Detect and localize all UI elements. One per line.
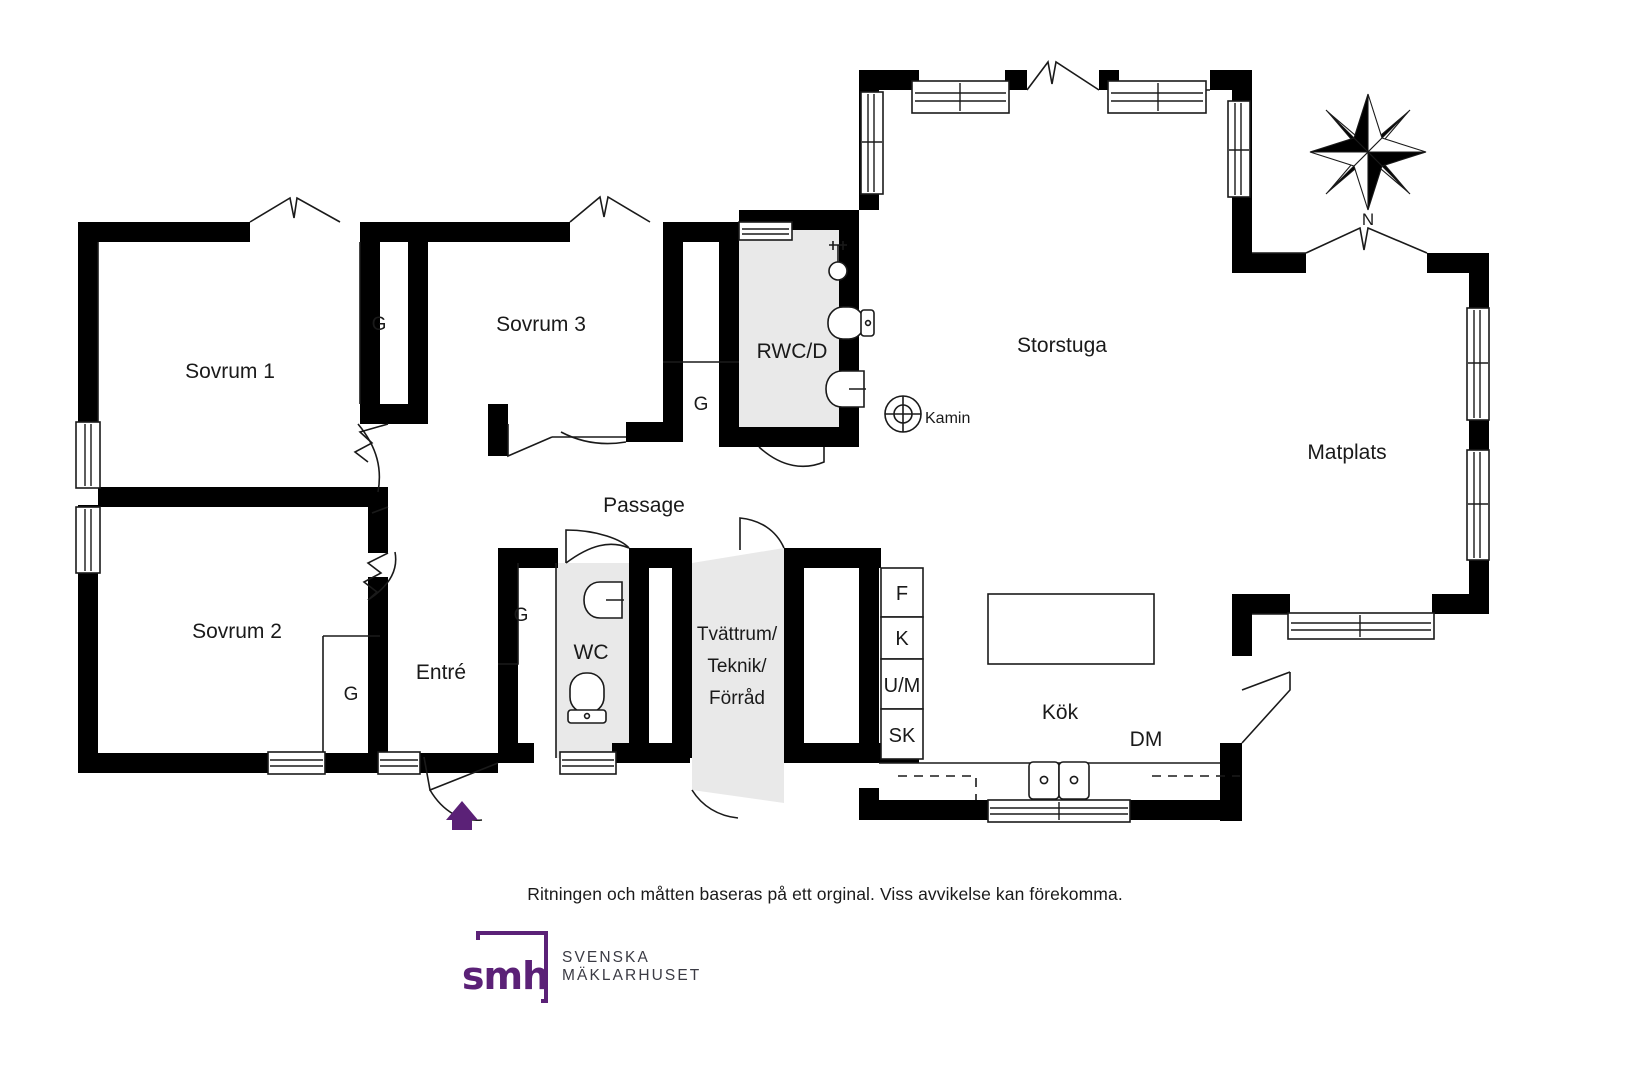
windows	[75, 80, 1490, 823]
stove-icon	[884, 395, 922, 433]
window-sovrum1-west	[75, 421, 101, 489]
logo-mark-icon: smh	[462, 931, 549, 1012]
window-storstuga-north-left	[911, 80, 1010, 114]
room-label-entre: Entré	[416, 661, 466, 684]
appliance-labels: F K U/M SK	[884, 583, 921, 747]
window-wc-south	[559, 751, 617, 775]
door-tvatt-bottom	[691, 789, 739, 819]
window-matplats-east-lower	[1466, 449, 1490, 561]
door-sovrum3	[560, 431, 627, 445]
appliance-label-f: F	[896, 583, 908, 605]
appliance-label-k: K	[895, 628, 909, 650]
window-storstuga-north-right	[1107, 80, 1207, 114]
room-label-tvattrum-line3: Förråd	[709, 688, 765, 709]
toilet-icon	[827, 306, 875, 340]
closet-outlines	[498, 361, 739, 758]
room-label-sovrum1: Sovrum 1	[185, 360, 275, 383]
closet-label-sovrum3: G	[694, 394, 709, 415]
room-label-storstuga: Storstuga	[1017, 334, 1107, 357]
disclaimer-text: Ritningen och måtten baseras på ett orgi…	[527, 884, 1123, 904]
room-label-matplats: Matplats	[1307, 441, 1386, 464]
brand-name: SVENSKA MÄKLARHUSET	[562, 949, 701, 986]
door-wc	[565, 543, 630, 564]
room-label-tvattrum-line2: Teknik/	[707, 656, 767, 677]
appliance-label-um: U/M	[884, 675, 921, 697]
logo-initials: smh	[462, 940, 549, 1012]
sink-icon	[583, 581, 624, 619]
closet-label-entre: G	[514, 605, 529, 626]
sink-icon	[825, 370, 866, 408]
window-entre-south	[377, 751, 421, 775]
brand-logo: smh SVENSKA MÄKLARHUSET	[462, 931, 701, 1012]
tvattrum-floor	[692, 548, 784, 803]
window-matplats-east-upper	[1466, 307, 1490, 421]
entrance-arrow-icon	[446, 801, 478, 830]
room-label-passage: Passage	[603, 494, 685, 517]
door-sovrum2	[367, 551, 397, 601]
toilet-icon	[567, 672, 607, 724]
window-matplats-south	[1287, 612, 1435, 640]
annotation-dm: DM	[1130, 728, 1163, 751]
window-sovrum2-south	[267, 751, 326, 775]
compass-north-label: N	[1362, 210, 1374, 229]
room-label-wc: WC	[574, 641, 609, 664]
shower-icon	[828, 241, 848, 281]
window-rwcd-north	[738, 221, 793, 241]
door-rwcd	[758, 446, 825, 468]
room-label-rwcd: RWC/D	[757, 340, 828, 363]
door-tvatt-top	[739, 517, 785, 550]
closet-label-sovrum2: G	[344, 684, 359, 705]
fixture-group-rwcd	[825, 241, 875, 408]
appliance-column	[880, 567, 924, 760]
window-storstuga-west	[860, 91, 884, 195]
annotation-kamin: Kamin	[925, 410, 970, 427]
room-label-sovrum3: Sovrum 3	[496, 313, 586, 336]
room-label-kok: Kök	[1042, 701, 1079, 724]
kitchen-sink-icon	[1028, 761, 1090, 800]
appliance-label-sk: SK	[889, 725, 916, 747]
closet-labels: G G G G	[344, 314, 709, 705]
room-label-tvattrum-line1: Tvättrum/	[697, 624, 778, 645]
room-labels: Sovrum 1 Sovrum 2 Sovrum 3 Entré Passage…	[185, 313, 1387, 724]
window-kitchen-south	[987, 799, 1131, 823]
window-sovrum2-west	[75, 506, 101, 574]
annotations: Kamin DM	[925, 410, 1162, 751]
brand-name-line2: MÄKLARHUSET	[562, 967, 702, 984]
room-label-sovrum2: Sovrum 2	[192, 620, 282, 643]
fixture-group-wc	[567, 581, 624, 724]
door-sovrum1	[357, 423, 381, 493]
door-wc-top	[565, 529, 630, 563]
brand-name-line1: SVENSKA	[562, 948, 650, 966]
compass-rose-icon	[1309, 93, 1427, 211]
window-storstuga-northeast	[1227, 100, 1251, 198]
closet-label-sovrum1: G	[372, 314, 387, 335]
